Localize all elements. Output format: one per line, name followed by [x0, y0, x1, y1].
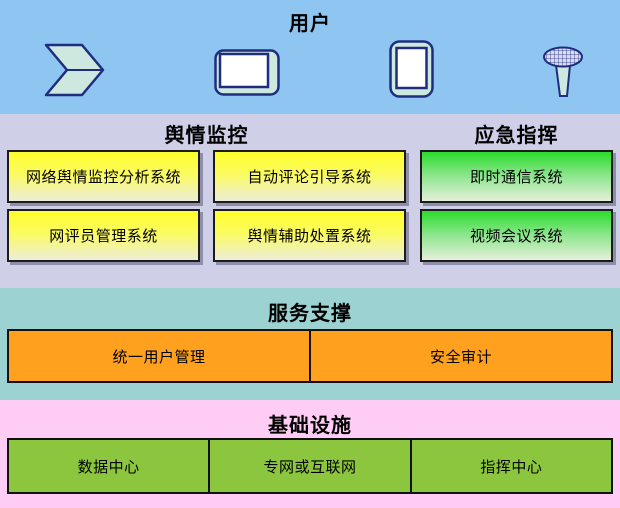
infrastructure-bar: 数据中心 专网或互联网 指挥中心	[7, 438, 613, 494]
infra-cell-command-center: 指挥中心	[409, 440, 611, 492]
support-cell-label: 安全审计	[429, 349, 492, 366]
support-cell-user-management: 统一用户管理	[9, 331, 309, 381]
system-box-label: 自动评论引导系统	[247, 170, 372, 186]
infra-cell-data-center: 数据中心	[9, 440, 208, 492]
monitor-icon	[214, 49, 280, 101]
infrastructure-band-title: 基础设施	[268, 415, 352, 437]
support-cell-security-audit: 安全审计	[309, 331, 611, 381]
system-box-instant-messaging: 即时通信系统	[420, 150, 613, 203]
support-bar: 统一用户管理 安全审计	[7, 329, 613, 383]
users-band: 用户	[0, 0, 620, 114]
support-band-title: 服务支撑	[268, 303, 352, 325]
chevron-icon	[40, 42, 106, 103]
infra-cell-private-or-internet: 专网或互联网	[208, 440, 409, 492]
support-cell-label: 统一用户管理	[112, 349, 206, 366]
system-box-label: 网评员管理系统	[49, 229, 158, 245]
system-box-commentator-management: 网评员管理系统	[7, 209, 200, 262]
infra-cell-label: 专网或互联网	[263, 459, 357, 476]
system-box-network-opinion-analysis: 网络舆情监控分析系统	[7, 150, 200, 203]
monitoring-header: 舆情监控	[164, 125, 249, 147]
support-band: 服务支撑 统一用户管理 安全审计	[0, 288, 620, 400]
system-box-video-conference: 视频会议系统	[420, 209, 613, 262]
system-box-label: 网络舆情监控分析系统	[25, 170, 181, 186]
users-band-title: 用户	[289, 13, 331, 35]
system-box-label: 视频会议系统	[469, 229, 563, 245]
infra-cell-label: 指挥中心	[480, 459, 543, 476]
system-box-label: 舆情辅助处置系统	[247, 229, 372, 245]
system-box-auto-comment-guidance: 自动评论引导系统	[213, 150, 406, 203]
infrastructure-band: 基础设施 数据中心 专网或互联网 指挥中心	[0, 400, 620, 508]
command-header: 应急指挥	[474, 125, 559, 147]
monitoring-band: 舆情监控 应急指挥 网络舆情监控分析系统 自动评论引导系统 即时通信系统 网评员…	[0, 114, 620, 288]
system-box-opinion-assist-handling: 舆情辅助处置系统	[213, 209, 406, 262]
phone-icon	[389, 40, 434, 103]
infra-cell-label: 数据中心	[77, 459, 140, 476]
system-box-label: 即时通信系统	[469, 170, 563, 186]
microphone-icon	[542, 46, 584, 103]
